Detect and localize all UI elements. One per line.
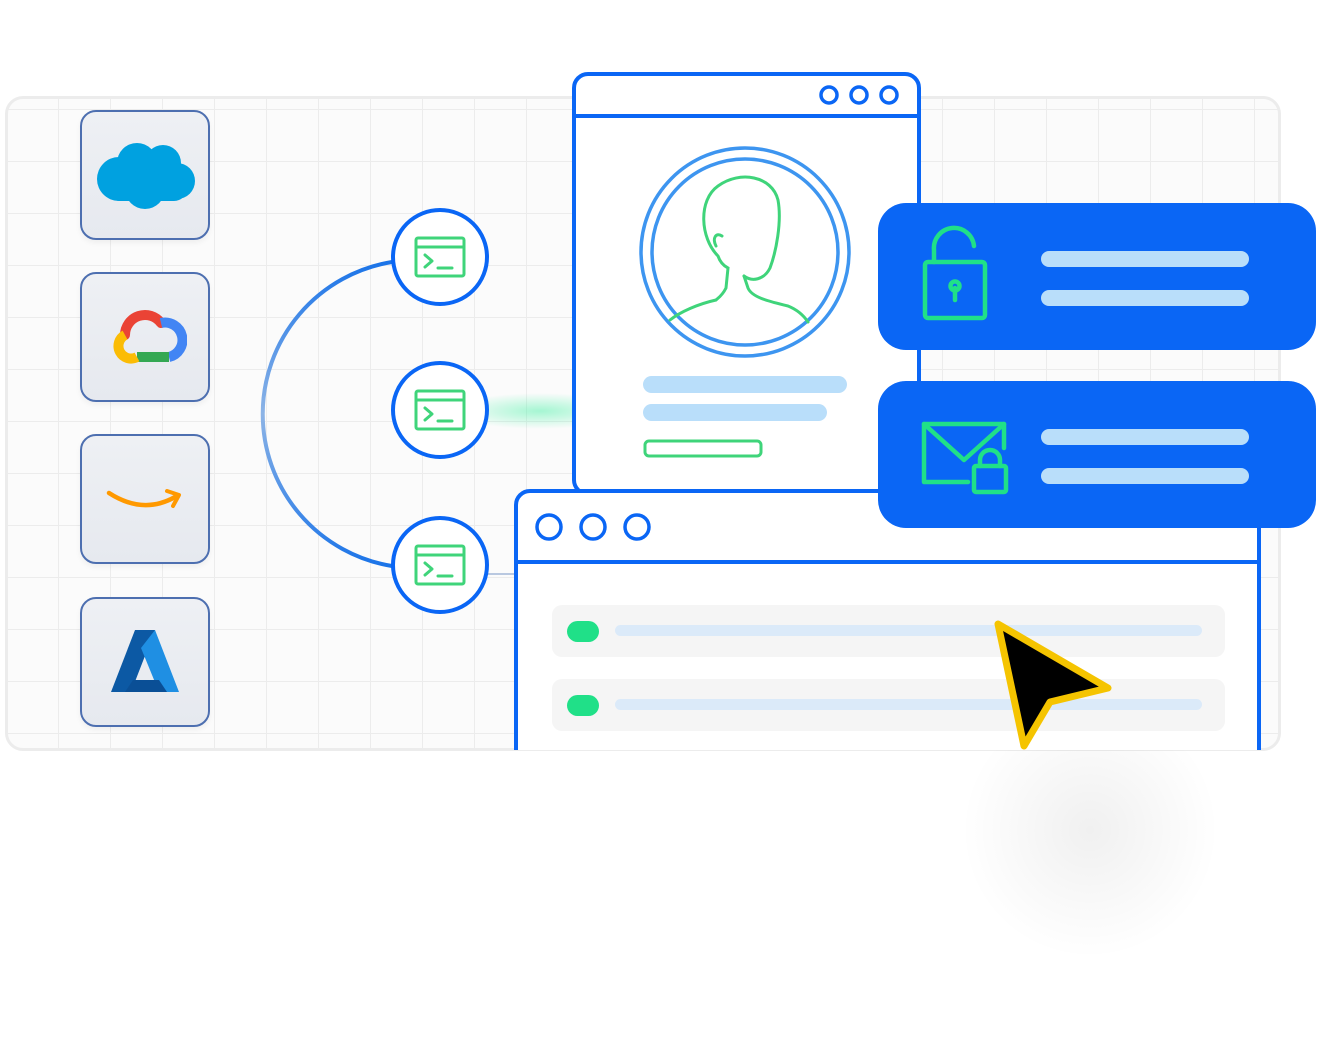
unlock-card bbox=[878, 203, 1316, 350]
amazon-tile[interactable] bbox=[80, 434, 210, 564]
mail-card bbox=[878, 381, 1316, 528]
status-pill bbox=[567, 621, 599, 642]
profile-window bbox=[572, 72, 921, 496]
terminal-icon bbox=[414, 236, 466, 278]
terminal-icon bbox=[414, 544, 466, 586]
user-avatar-icon bbox=[639, 146, 851, 358]
window-dot bbox=[849, 85, 869, 105]
unlock-padlock-icon bbox=[922, 225, 988, 321]
window-dot bbox=[579, 513, 607, 541]
google-cloud-icon bbox=[113, 310, 187, 364]
salesforce-tile[interactable] bbox=[80, 110, 210, 240]
azure-logo-icon bbox=[111, 630, 179, 692]
cursor-arrow-icon bbox=[994, 620, 1112, 750]
locked-mail-icon bbox=[921, 421, 1009, 495]
amazon-smile-icon bbox=[106, 489, 181, 508]
terminal-icon bbox=[414, 389, 466, 431]
list-row bbox=[552, 605, 1225, 657]
azure-tile[interactable] bbox=[80, 597, 210, 727]
google-cloud-tile[interactable] bbox=[80, 272, 210, 402]
window-dot bbox=[879, 85, 899, 105]
terminal-node[interactable] bbox=[391, 361, 489, 459]
terminal-node[interactable] bbox=[391, 208, 489, 306]
window-dot bbox=[623, 513, 651, 541]
salesforce-cloud-icon bbox=[97, 143, 195, 209]
window-dot bbox=[535, 513, 563, 541]
window-dot bbox=[819, 85, 839, 105]
connector-arc bbox=[260, 260, 393, 568]
status-pill bbox=[567, 695, 599, 716]
terminal-node[interactable] bbox=[391, 516, 489, 614]
